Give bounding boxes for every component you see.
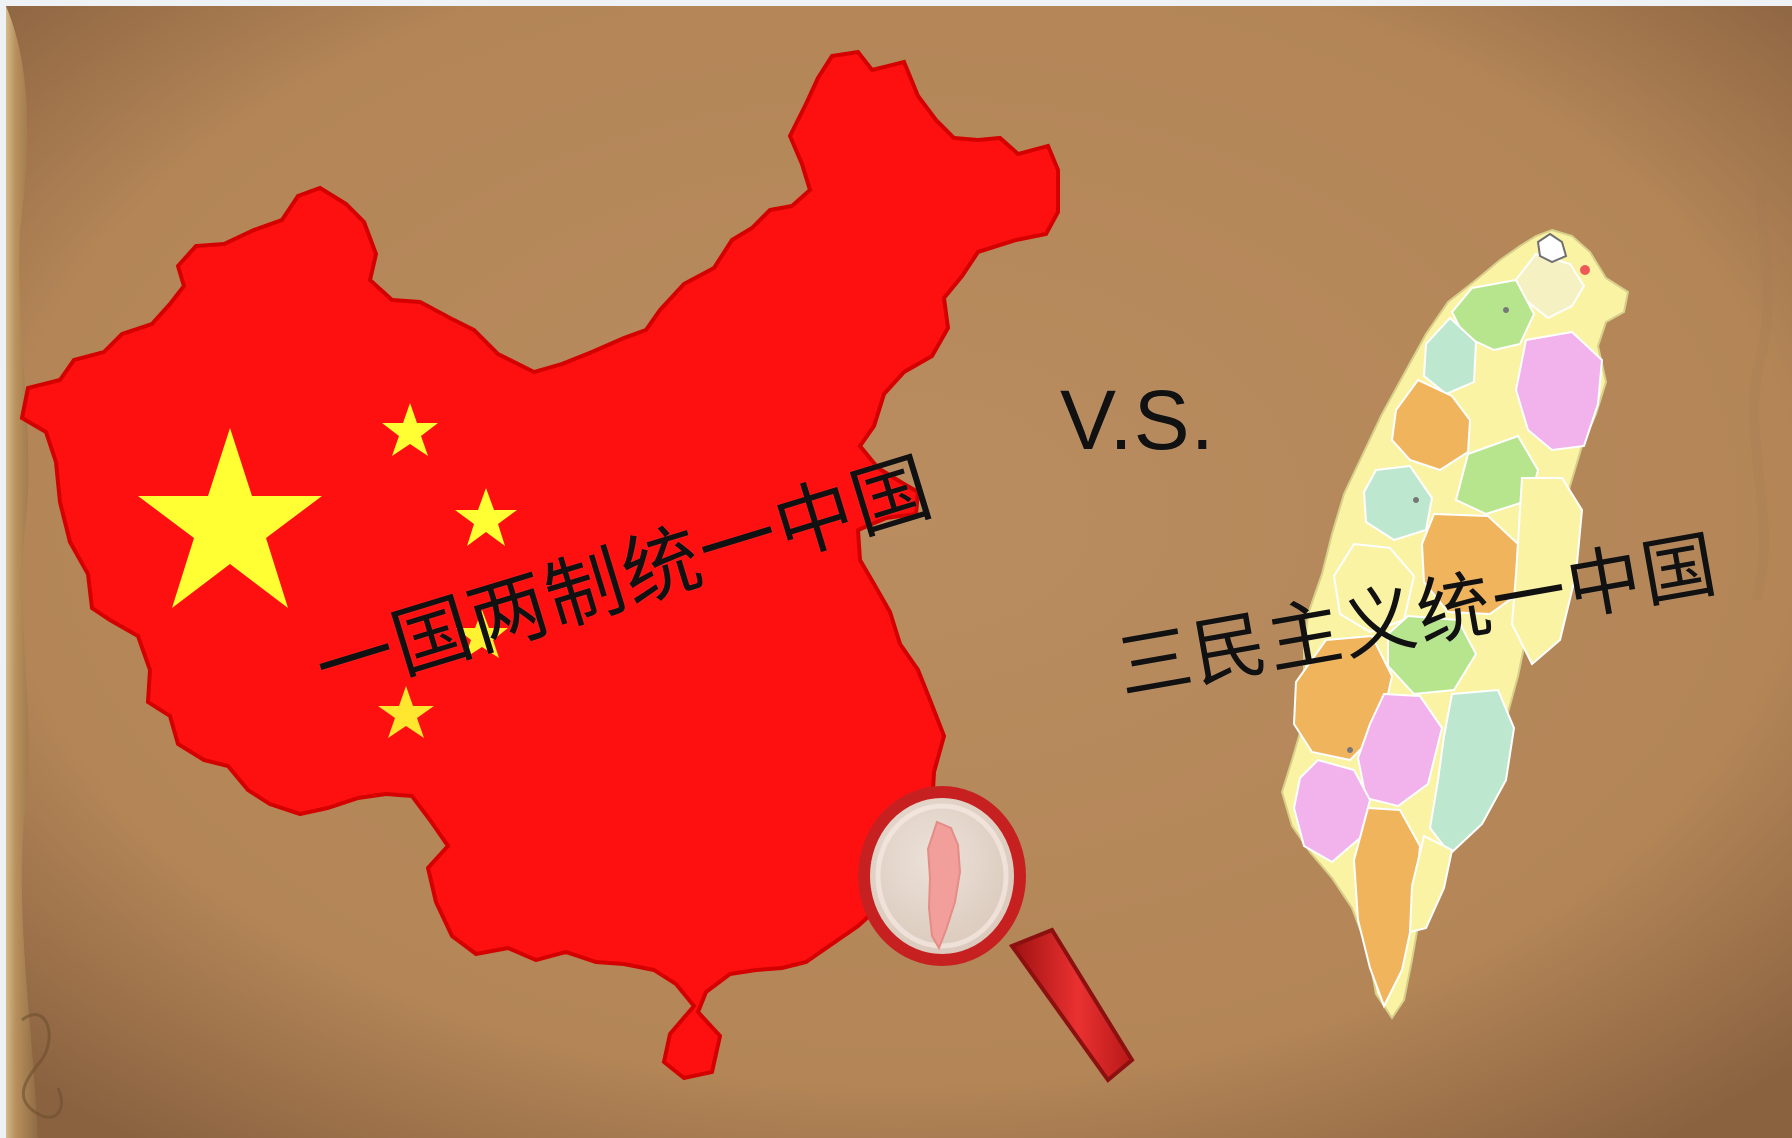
taiwan-inset-marker [1536,232,1568,264]
taiwan-region-west-1 [1390,378,1472,472]
map-dot-icon [1580,265,1590,275]
taiwan-region-south-tip [1352,806,1422,1009]
taiwan-region-central-2 [1420,512,1519,616]
left-decorative-frame [6,6,38,1138]
taiwan-region-east-2 [1428,688,1516,856]
taiwan-region-west-3 [1332,542,1416,634]
taiwan-region-southwest-2 [1292,758,1372,864]
magnifying-glass-icon [858,786,1135,1083]
map-dot-icon [1503,307,1509,313]
taiwan-zoom-shape [926,820,962,951]
taiwan-region-north [1450,278,1536,352]
taiwan-region-east-1 [1510,477,1584,666]
flag-star-small-icon [378,686,434,738]
ornament-swirl [21,1013,63,1119]
taiwan-region-south-central [1387,614,1478,696]
flag-star-small-icon [382,403,438,456]
right-edge-shadow [1749,118,1775,602]
mainland-china-map [19,49,1060,1081]
flag-star-large-icon [138,428,322,608]
taiwan-region-south-1 [1356,692,1444,808]
vs-label: V.S. [1060,373,1216,467]
taiwan-region-west-2 [1362,464,1434,542]
flag-star-small-icon [456,610,508,658]
magnifier-handle [1008,927,1135,1083]
map-dot-icon [1347,747,1353,753]
flag-star-small-icon [455,488,517,546]
map-dot-icon [1413,497,1419,503]
taiwan-region-southeast [1408,834,1454,934]
taiwan-region-northeast [1514,330,1604,452]
magnifier-highlight [875,803,1009,949]
taiwan-map [1280,228,1630,1020]
